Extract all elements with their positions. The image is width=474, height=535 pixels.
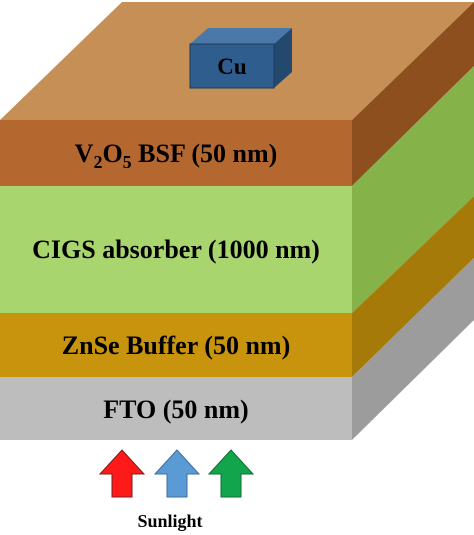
blue-arrow-icon — [153, 449, 201, 498]
v2o5-layer-front — [0, 120, 352, 186]
green-arrow-icon — [207, 449, 255, 498]
red-arrow-icon — [98, 449, 146, 498]
cigs-layer-label: CIGS absorber (1000 nm) — [32, 235, 320, 264]
cu-contact: Cu — [189, 28, 292, 89]
znse-layer-front — [0, 313, 352, 377]
cu-contact-top — [190, 28, 292, 44]
znse-layer-side — [352, 196, 474, 377]
v2o5-layer-side — [352, 2, 474, 186]
cu-label: Cu — [217, 54, 247, 79]
fto-layer-front — [0, 377, 352, 440]
fto-layer-side — [352, 258, 474, 440]
sunlight-label: Sunlight — [137, 511, 202, 531]
v2o5-layer-label: V2O5 BSF (50 nm) — [75, 139, 278, 172]
cu-contact-side — [274, 28, 292, 88]
cigs-layer-front — [0, 186, 352, 313]
znse-layer-label: ZnSe Buffer (50 nm) — [62, 331, 290, 360]
cigs-layer-side — [352, 66, 474, 313]
cu-contact-front — [189, 43, 275, 89]
fto-layer-label: FTO (50 nm) — [103, 395, 248, 424]
